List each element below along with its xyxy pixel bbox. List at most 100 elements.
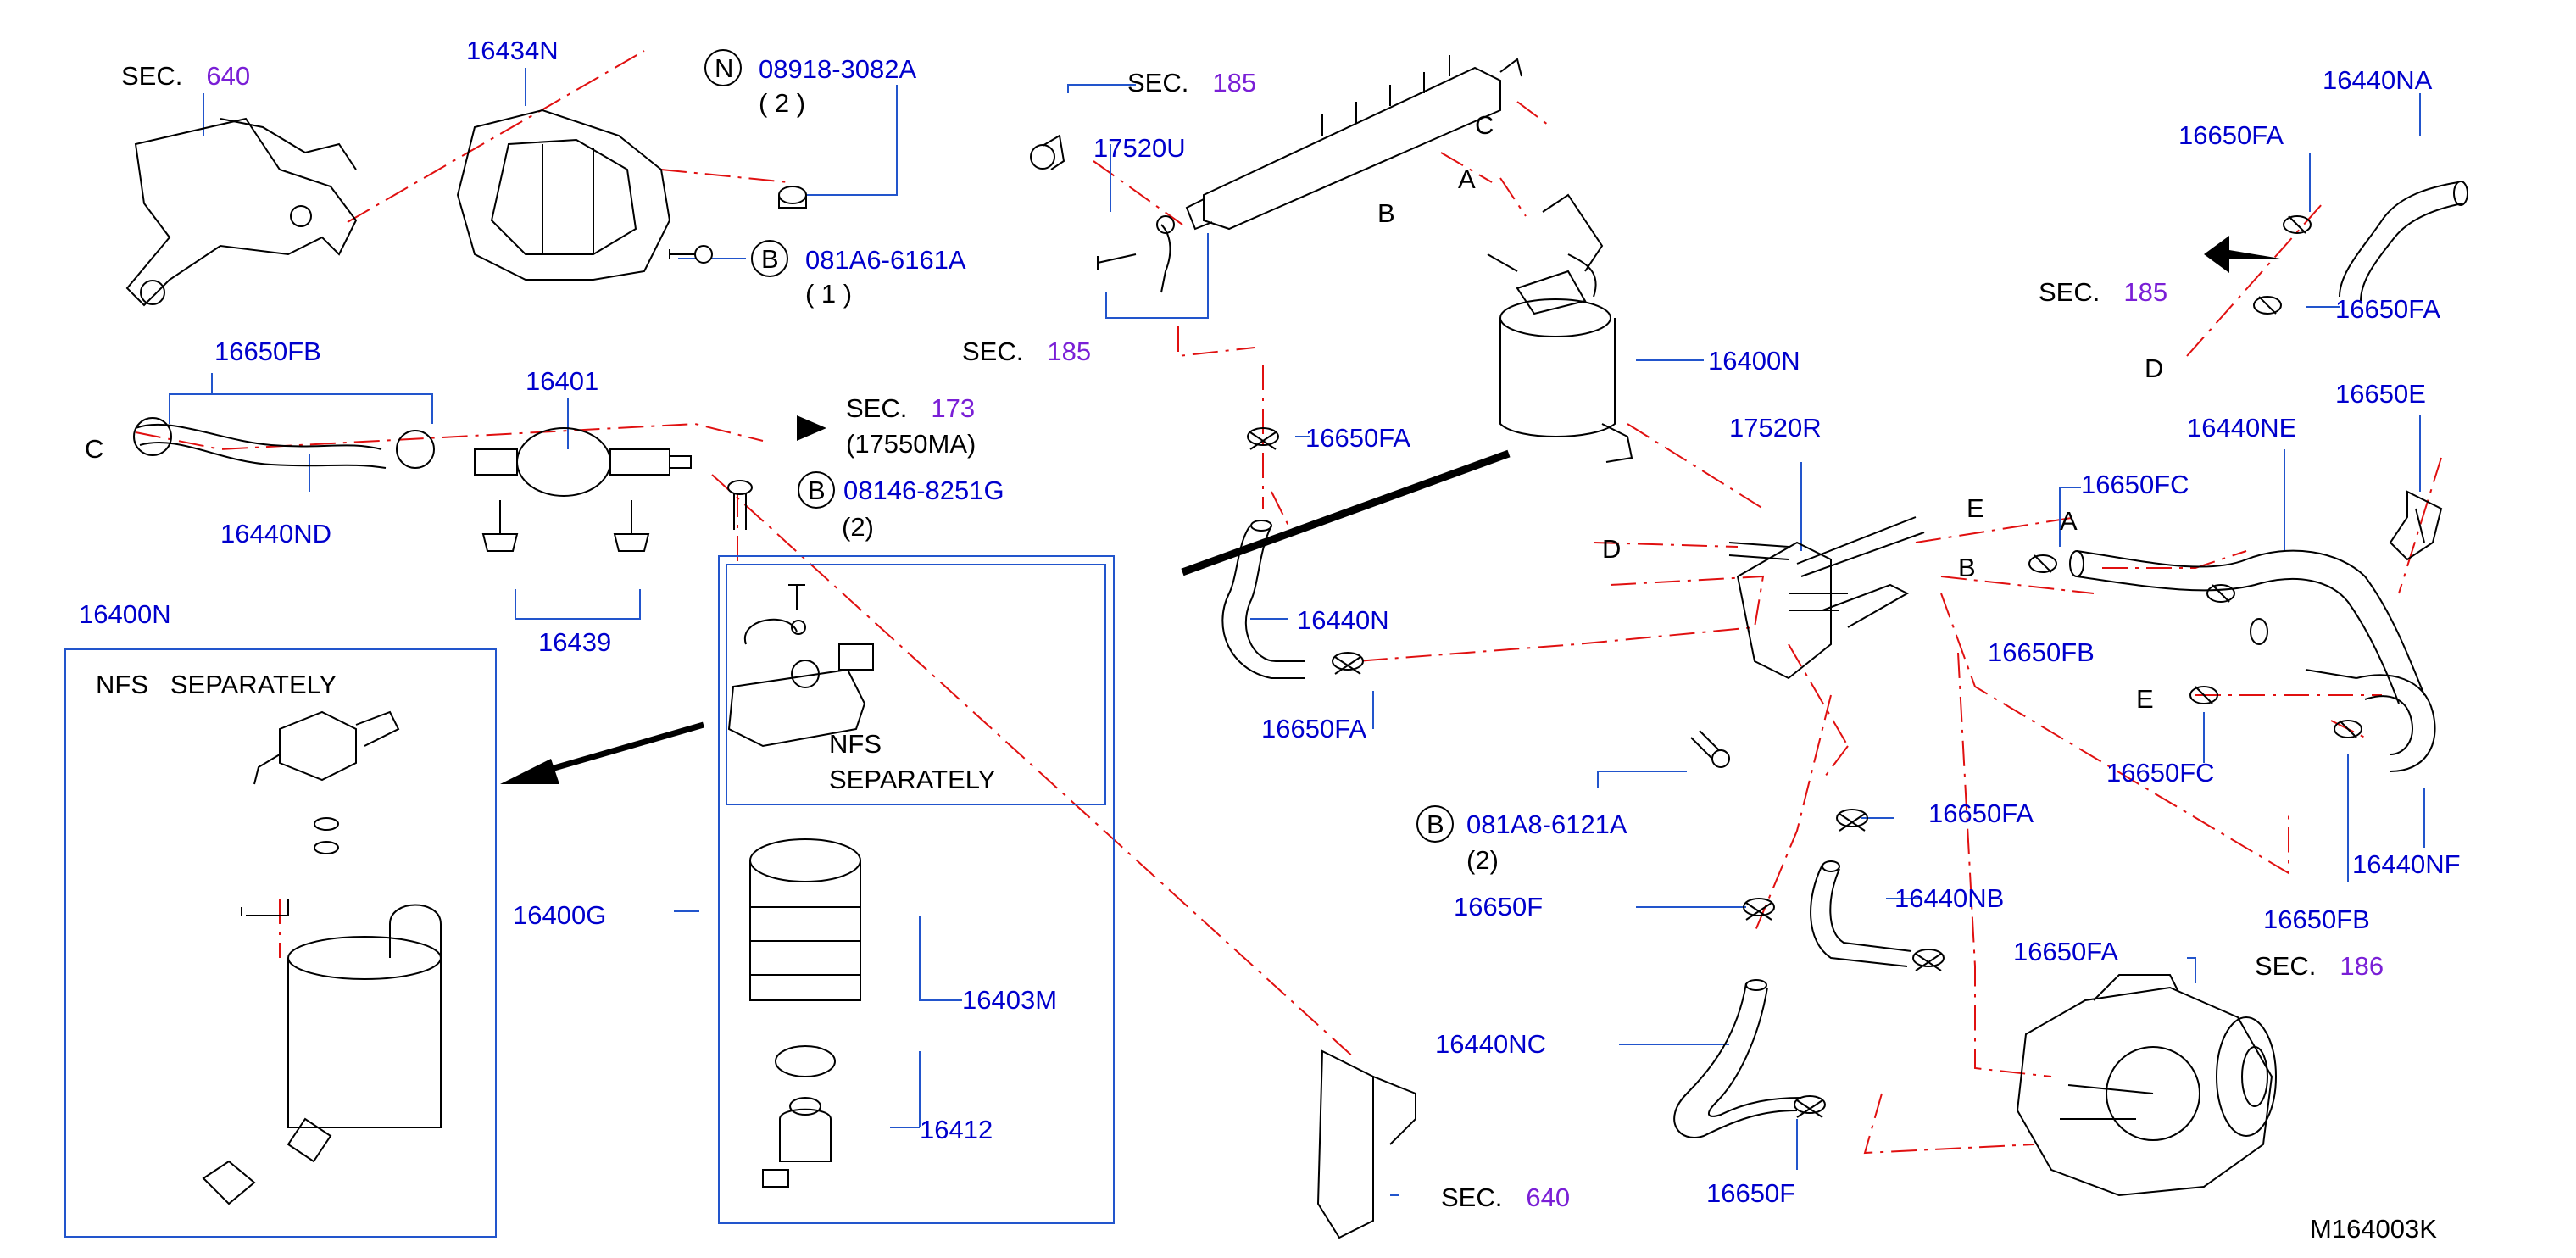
clamp-16650FA-2	[1332, 652, 1364, 675]
part-16650E-label: 16650E	[2335, 379, 2426, 409]
bracket-sec640-bottom	[1316, 1049, 1416, 1239]
part-08146-8251G-label: 08146-8251G	[843, 476, 1004, 505]
sec185-top-label: SEC.185	[1127, 68, 1256, 97]
part-16400N-right-label: 16400N	[1708, 346, 1800, 376]
fuel-filter-frame	[718, 555, 1115, 1224]
sec185-mid-label: SEC.185	[962, 337, 1091, 366]
bolt-081A6-6161A	[669, 245, 713, 264]
part-16650FC-1-label: 16650FC	[2081, 470, 2189, 499]
nfs-separately-frame-inner	[726, 564, 1106, 805]
part-16650FB-right1-label: 16650FB	[1988, 637, 2095, 667]
center-lines	[135, 50, 2442, 1155]
clamp-16650FA-1	[1247, 427, 1279, 450]
fuel-rail-sec185	[1185, 55, 1522, 231]
bolt-081A8-6121A	[1690, 730, 1730, 768]
part-17520R-label: 17520R	[1729, 413, 1822, 443]
shield-16434N	[456, 109, 671, 281]
marker-b-top: B	[1377, 198, 1395, 228]
part-16650FB-left-label: 16650FB	[214, 337, 321, 366]
sec640-top-label: SEC.640	[121, 61, 250, 91]
part-16400G-label: 16400G	[513, 900, 606, 930]
circle-marker-b2-label: B	[808, 476, 826, 505]
clamp-16650FA-4	[1912, 949, 1945, 971]
part-16650FC-2-label: 16650FC	[2106, 758, 2215, 788]
circle-marker-n-label: N	[715, 53, 733, 83]
sec173-label: SEC.173	[846, 393, 975, 423]
sec173-sub-label: (17550MA)	[846, 429, 976, 459]
nfs-separately-frame-left	[64, 648, 497, 1238]
bracket-sec640-top	[125, 117, 358, 307]
sec186-label: SEC.186	[2255, 951, 2384, 981]
clip-16650E	[2389, 490, 2443, 561]
clamp-16650FA-tr1	[2283, 215, 2312, 234]
clamp-16650FC-1	[2028, 554, 2057, 573]
part-16650FA-4-label: 16650FA	[2013, 937, 2118, 966]
part-16650F-1-label: 16650F	[1454, 892, 1543, 921]
fuel-filter-head	[727, 584, 874, 748]
clamp-16650F-2	[1794, 1095, 1826, 1118]
circle-markers	[704, 49, 1454, 843]
part-17520U-label: 17520U	[1093, 133, 1186, 163]
part-16403M-label: 16403M	[962, 985, 1057, 1015]
part-16650FA-3-label: 16650FA	[1928, 799, 2034, 828]
part-16650FA-2-label: 16650FA	[1261, 714, 1366, 743]
part-16650FB-right2-label: 16650FB	[2263, 905, 2370, 934]
marker-a-top: A	[1458, 164, 1476, 194]
pipe-17520U	[1030, 134, 1175, 293]
part-16440NC-label: 16440NC	[1435, 1029, 1546, 1059]
injection-pump-sec186	[2016, 974, 2277, 1197]
fuel-separator-16400N-left	[202, 710, 442, 1205]
clamp-16650FB-right2	[2334, 720, 2362, 738]
part-16440NE-label: 16440NE	[2187, 413, 2296, 443]
nfs-inner-label-1: NFS	[829, 729, 882, 759]
clamp-16650FB-right1	[2206, 584, 2268, 645]
hose-16440NF	[2305, 669, 2436, 772]
fuel-separator-16400N-right	[1487, 193, 1633, 463]
hose-16440NA	[2339, 181, 2468, 302]
fuel-heater-16401	[474, 427, 692, 497]
direction-arrows	[500, 236, 2280, 784]
part-16650FA-tr1-label: 16650FA	[2178, 120, 2284, 150]
marker-c-left: C	[85, 434, 103, 464]
part-16400N-box-label: 16400N	[79, 599, 171, 629]
part-16440NB-label: 16440NB	[1894, 883, 2004, 913]
part-16440NF-label: 16440NF	[2352, 849, 2461, 879]
nfs-inner-label-2: SEPARATELY	[829, 765, 995, 794]
nut-08918-3082A	[778, 186, 807, 209]
part-16440N-label: 16440N	[1297, 605, 1389, 635]
part-08146-8251G-qty: (2)	[842, 512, 874, 542]
sensor-16412	[762, 1097, 832, 1188]
bolt-08146-8251G	[727, 480, 753, 530]
marker-b-right: B	[1958, 553, 1976, 582]
clamp-16650FC-2	[2189, 686, 2218, 704]
part-081A6-6161A-qty: ( 1 )	[805, 279, 852, 309]
part-16412-label: 16412	[920, 1115, 993, 1144]
clamp-16650F-1	[1743, 898, 1775, 921]
hose-16440NC	[1673, 979, 1802, 1138]
part-08918-3082A-qty: ( 2 )	[759, 88, 805, 118]
bracket-17520R	[1728, 516, 1925, 680]
part-16440ND-label: 16440ND	[220, 519, 331, 548]
nfs-separately-left-label: NFS SEPARATELY	[96, 670, 337, 699]
part-16439-label: 16439	[538, 627, 611, 657]
circle-marker-b1-label: B	[761, 244, 779, 274]
hose-16440NE	[2069, 549, 2425, 704]
marker-e-mid: E	[1967, 493, 1984, 523]
part-16401-label: 16401	[526, 366, 598, 396]
marker-d-mid: D	[1602, 534, 1621, 564]
hose-16440NB	[1810, 860, 1912, 967]
clamp-16650FA-3	[1836, 809, 1868, 832]
marker-d-right: D	[2145, 353, 2163, 383]
leader-lines	[169, 68, 2425, 1196]
part-16650FA-1-label: 16650FA	[1305, 423, 1410, 453]
part-16650F-2-label: 16650F	[1706, 1178, 1795, 1208]
circle-marker-b3-label: B	[1427, 810, 1444, 839]
clamp-16650FA-tr2	[2253, 296, 2282, 314]
fuel-filter-16403M	[749, 838, 861, 1077]
part-16434N-label: 16434N	[466, 36, 559, 65]
clips-16439	[481, 500, 650, 552]
part-16440NA-label: 16440NA	[2323, 65, 2433, 95]
diagram-id-label: M164003K	[2310, 1214, 2437, 1244]
fuel-hose-16440ND	[133, 417, 435, 469]
